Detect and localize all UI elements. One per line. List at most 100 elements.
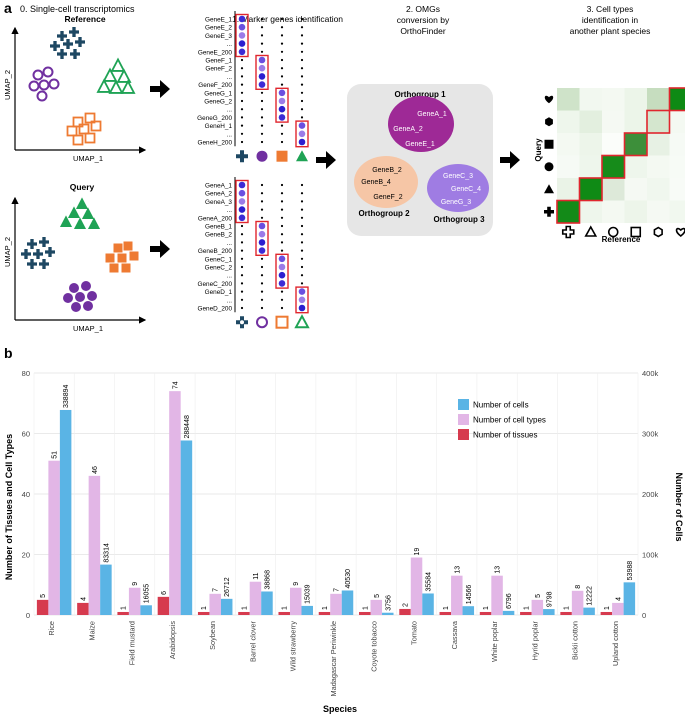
ref-marker-gene-label: GeneE_2 xyxy=(205,25,232,32)
ref-marker-expr-dot xyxy=(278,105,286,113)
og2-title: Orthogroup 2 xyxy=(358,209,410,218)
query-marker-bg-dot xyxy=(280,183,284,187)
query-marker-expr-dot xyxy=(238,206,246,213)
heatmap-cell xyxy=(647,200,670,223)
ref-marker-gene-label: GeneG_2 xyxy=(204,99,232,106)
heatmap-cell xyxy=(669,110,685,133)
query-marker-expr-dot xyxy=(278,255,286,263)
ref-marker-bg-dot xyxy=(300,58,304,62)
bar-number-of-cells xyxy=(341,590,354,615)
bar-value-label: 1 xyxy=(121,606,128,610)
query-marker-bg-dot xyxy=(260,183,264,187)
query-marker-expr-dot xyxy=(258,222,266,230)
bar-number-of-cells xyxy=(261,591,273,615)
legend-swatch xyxy=(458,414,469,425)
heatmap-cell xyxy=(557,133,580,156)
ref-marker-bg-dot xyxy=(260,116,264,119)
ref-marker-expr-dot xyxy=(298,130,306,138)
ref-cross-marker xyxy=(50,41,60,51)
marker-square-icon xyxy=(276,150,288,162)
category-label: Barrel clover xyxy=(248,620,257,662)
ref-marker-gene-label: GeneF_200 xyxy=(198,82,232,89)
ref-marker-bg-dot xyxy=(240,140,244,144)
ref-marker-gene-label: GeneG_1 xyxy=(204,90,232,97)
bar-value-label: 1 xyxy=(483,606,490,610)
ref-marker-bg-dot xyxy=(300,34,304,37)
marker-gene-dotplots: GeneE_1GeneE_2GeneE_3...GeneE_200GeneF_1… xyxy=(197,11,310,329)
query-triangle-marker xyxy=(81,207,95,219)
ref-marker-expr-dot xyxy=(298,122,306,129)
bar-number-of-cells xyxy=(140,605,152,615)
query-cross-marker xyxy=(21,249,32,259)
heatmap-cell xyxy=(602,155,625,178)
ref-marker-bg-dot xyxy=(300,83,304,86)
ref-marker-expr-dot xyxy=(238,32,246,39)
bar-value-label: 2 xyxy=(403,603,410,607)
query-marker-bg-dot xyxy=(300,216,304,219)
bar-number-of-cell-types xyxy=(209,593,221,615)
heatmap-cell xyxy=(647,110,670,133)
bar-number-of-tissues xyxy=(36,599,49,615)
ref-marker-bg-dot xyxy=(280,132,284,135)
triangle-icon xyxy=(544,184,554,194)
query-marker-gene-label: GeneD_200 xyxy=(198,306,233,313)
bar-number-of-tissues xyxy=(560,611,572,615)
ref-marker-bg-dot xyxy=(300,67,304,70)
query-marker-bg-dot xyxy=(260,306,264,310)
query-marker-expr-dot xyxy=(238,214,246,222)
query-marker-bg-dot xyxy=(300,224,304,228)
ref-marker-cluster-box xyxy=(295,120,309,148)
ref-marker-bg-dot xyxy=(300,42,304,45)
bar-number-of-tissues xyxy=(157,596,170,615)
query-dot-marker xyxy=(75,292,85,302)
query-marker-bg-dot xyxy=(280,192,284,195)
bar-number-of-tissues xyxy=(439,611,452,615)
query-marker-bg-dot xyxy=(300,257,304,260)
query-dot-marker xyxy=(71,302,81,312)
query-marker-bg-dot xyxy=(240,282,244,285)
category-label: Rice xyxy=(47,621,56,636)
ref-cross-marker xyxy=(57,31,67,41)
ref-marker-gene-label: GeneF_2 xyxy=(205,66,232,73)
reference-title: Reference xyxy=(64,14,105,24)
query-cross-marker xyxy=(39,237,49,247)
category-label: Cassava xyxy=(450,620,459,649)
ref-marker-bg-dot xyxy=(240,132,244,135)
ref-marker-expr-dot xyxy=(238,40,246,47)
query-marker-bg-dot xyxy=(280,208,284,211)
ref-marker-cluster-box xyxy=(235,13,249,58)
query-marker-expr-dot xyxy=(258,239,266,246)
ref-marker-expr-dot xyxy=(238,48,246,56)
query-marker-bg-dot xyxy=(240,257,244,260)
ref-marker-bg-dot xyxy=(280,75,284,78)
bar-value-label: 13 xyxy=(454,566,461,574)
bar-number-of-tissues xyxy=(359,611,371,615)
ref-marker-gene-label: ... xyxy=(227,131,233,138)
umap-query-ylabel: UMAP_2 xyxy=(3,237,12,267)
query-marker-bg-dot xyxy=(260,282,264,285)
query-marker-bg-dot xyxy=(260,298,264,301)
ref-marker-expr-dot xyxy=(298,138,306,146)
ref-marker-gene-label: GeneE_200 xyxy=(198,49,233,56)
bar-number-of-cell-types xyxy=(128,587,141,615)
heatmap-match-box xyxy=(578,177,603,202)
bar-number-of-tissues xyxy=(318,611,331,615)
query-marker-expr-dot xyxy=(238,189,246,197)
bar-value-label: 9 xyxy=(132,582,139,586)
query-marker-gene-label: GeneC_2 xyxy=(205,265,233,272)
bar-value-label: 288448 xyxy=(184,415,191,438)
ref-cross-marker xyxy=(63,39,74,49)
category-label: Coyote tobacco xyxy=(369,621,378,672)
legend-label: Number of cells xyxy=(473,401,529,410)
ref-marker-bg-dot xyxy=(300,108,304,111)
query-marker-bg-dot xyxy=(300,282,304,285)
ref-marker-bg-dot xyxy=(260,124,264,127)
category-label: Hyrid poplar xyxy=(530,620,539,660)
heatmap-cell xyxy=(624,178,647,201)
ref-marker-bg-dot xyxy=(240,91,244,94)
left-tick-label: 20 xyxy=(22,551,30,560)
heatmap-cell xyxy=(579,200,602,223)
bar-value-label: 4 xyxy=(615,597,622,601)
bar-value-label: 6796 xyxy=(506,593,513,609)
ref-marker-bg-dot xyxy=(240,108,244,111)
